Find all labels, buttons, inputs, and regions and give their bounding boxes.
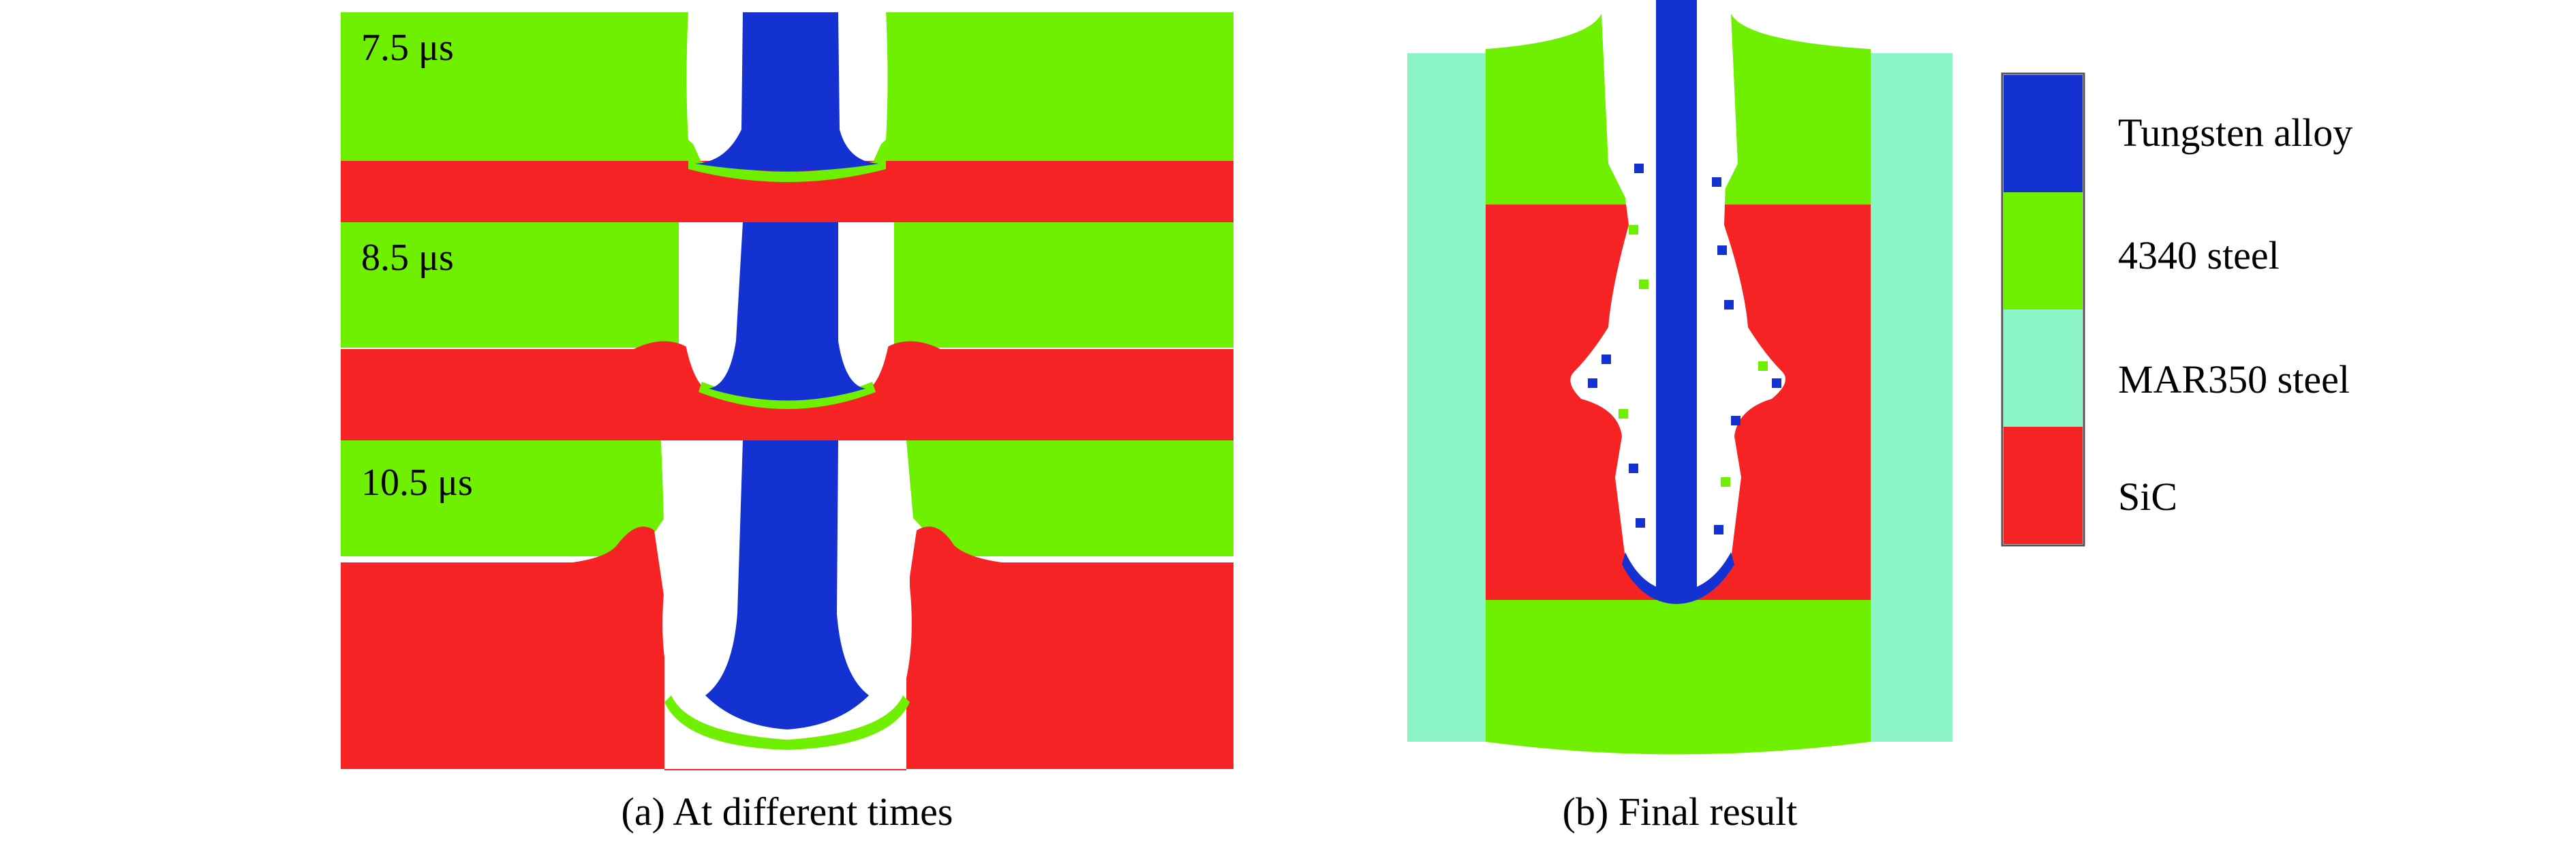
crater-rim [688, 158, 886, 182]
legend-swatch [2004, 427, 2083, 544]
frame-8-5us: 8.5 μs [341, 222, 1233, 440]
sic-plate [341, 526, 1233, 770]
frame-7-5us: 7.5 μs [341, 12, 1233, 224]
legend-swatch [2004, 192, 2083, 310]
time-label: 10.5 μs [361, 462, 473, 504]
legend-label: MAR350 steel [2118, 357, 2350, 402]
legend-item-tungsten: Tungsten alloy [2004, 75, 2352, 192]
steel-cover-right [1717, 14, 1871, 211]
debris-particles [1588, 164, 1781, 534]
time-label: 8.5 μs [361, 237, 454, 279]
caption-b: (b) Final result [1563, 789, 1798, 834]
penetrator-head [709, 222, 865, 401]
penetrator-head [695, 12, 879, 171]
crater-rim [664, 695, 910, 750]
steel-plate-slope-right [906, 440, 944, 556]
legend-label: SiC [2118, 474, 2177, 519]
penetrator-rod [1656, 0, 1697, 593]
steel-plate-right [894, 222, 1233, 348]
steel-plate-left [341, 440, 641, 556]
panel-b: (b) Final result [1407, 0, 1952, 834]
steel-plate-lip-left [675, 12, 702, 164]
steel-plate-right [894, 12, 1233, 164]
penetrator-head [705, 440, 869, 729]
crater-rim [699, 382, 876, 409]
cavity-edge [1622, 552, 1734, 604]
legend-item-sic: SiC [2004, 427, 2177, 544]
legend-item-4340-steel: 4340 steel [2004, 192, 2280, 310]
steel-plate-left [341, 222, 679, 348]
steel-base [1486, 600, 1871, 755]
mar350-sleeve-left [1407, 53, 1492, 742]
sic-plate [341, 161, 1233, 224]
frame-10-5us: 10.5 μs [341, 440, 1233, 770]
panel-a: 7.5 μs 8.5 μs 10.5 μs (a) At different t… [341, 12, 1233, 834]
legend-label: Tungsten alloy [2118, 110, 2352, 155]
legend-item-mar350-steel: MAR350 steel [2004, 310, 2350, 427]
legend-swatch [2004, 310, 2083, 427]
steel-cover [1486, 14, 1629, 211]
legend-swatch [2004, 75, 2083, 192]
legend-frame [2001, 72, 2085, 547]
legend-label: 4340 steel [2118, 233, 2280, 277]
caption-a: (a) At different times [622, 789, 953, 834]
legend: Tungsten alloy 4340 steel MAR350 steel S… [2001, 72, 2352, 547]
steel-plate-lip-right [872, 12, 900, 164]
steel-plate-right [944, 440, 1233, 556]
time-label: 7.5 μs [361, 27, 454, 69]
mar350-sleeve-right [1867, 53, 1952, 742]
steel-plate-left [341, 12, 679, 164]
